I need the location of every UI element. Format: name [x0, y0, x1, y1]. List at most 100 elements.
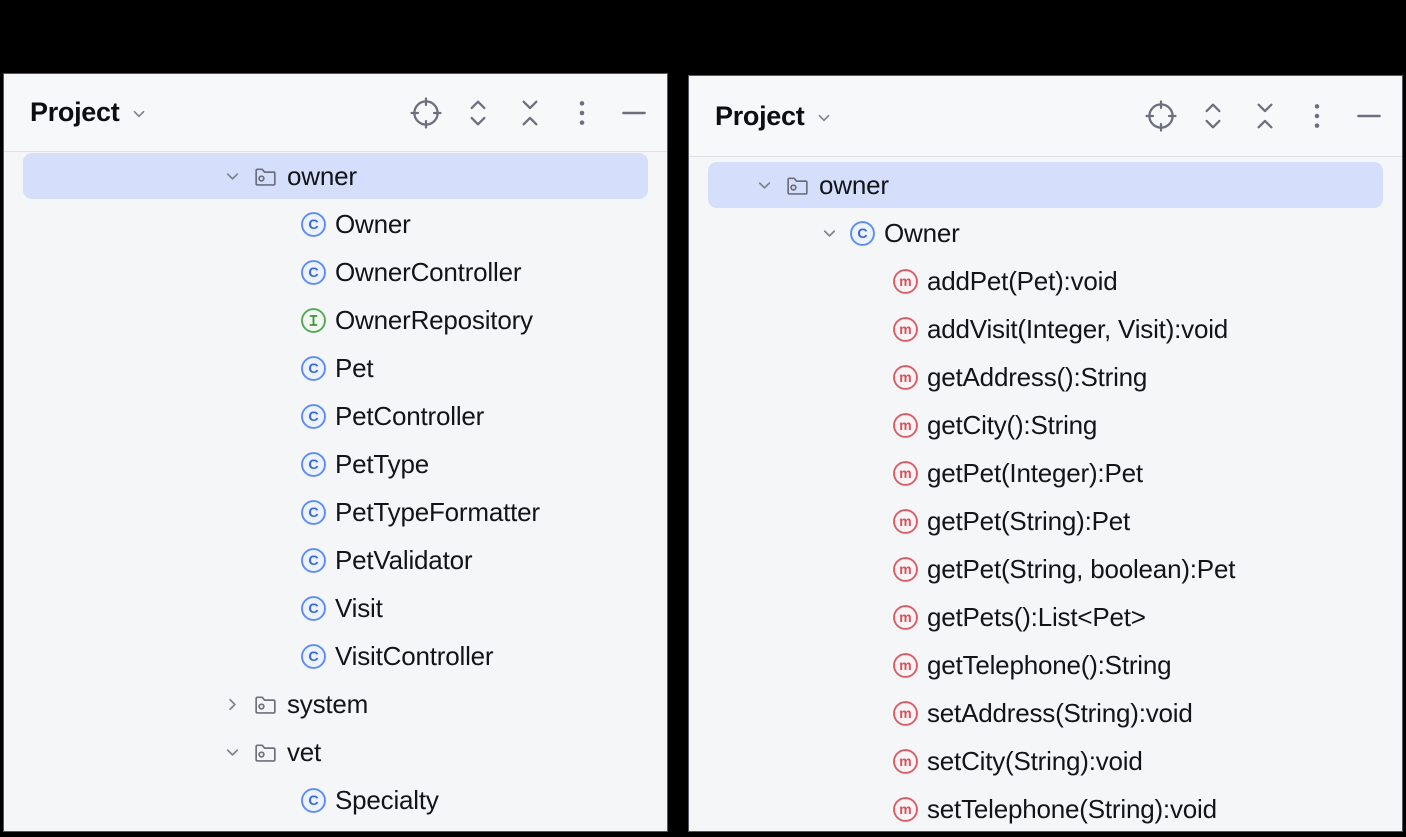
chevron-down-icon[interactable]: [220, 740, 244, 764]
method-icon: m: [892, 460, 919, 487]
method-icon: m: [892, 700, 919, 727]
chevron-down-icon[interactable]: [752, 173, 776, 197]
more-actions-button[interactable]: [565, 96, 599, 130]
project-view-selector[interactable]: Project: [715, 101, 835, 132]
tool-window-toolbar: [409, 96, 651, 130]
tree-row[interactable]: C Specialty: [4, 776, 667, 824]
tree-row-label: getCity():String: [927, 409, 1098, 440]
minus-icon: [617, 96, 651, 130]
tree-row[interactable]: vet: [4, 728, 667, 776]
tree-row-label: vet: [287, 736, 322, 767]
tree-row-label: PetController: [335, 400, 485, 431]
chevron-down-icon[interactable]: [817, 221, 841, 245]
svg-text:C: C: [308, 265, 318, 281]
tree-row-label: Owner: [884, 217, 960, 248]
tree-row[interactable]: OwnerRepository: [4, 296, 667, 344]
package-icon: [252, 163, 279, 190]
package-icon: [252, 739, 279, 766]
svg-text:C: C: [308, 553, 318, 569]
svg-text:C: C: [308, 217, 318, 233]
tree-row-label: Pet: [335, 352, 374, 383]
svg-text:C: C: [308, 601, 318, 617]
chevron-down-icon: [128, 103, 150, 125]
svg-text:m: m: [899, 417, 911, 433]
tree-row-label: Visit: [335, 592, 383, 623]
tree-row[interactable]: C PetController: [4, 392, 667, 440]
svg-text:m: m: [899, 321, 911, 337]
select-opened-file-button[interactable]: [1144, 99, 1178, 133]
tree-row[interactable]: C VisitController: [4, 632, 667, 680]
svg-text:C: C: [857, 226, 867, 242]
method-icon: m: [892, 412, 919, 439]
method-icon: m: [892, 316, 919, 343]
svg-text:C: C: [308, 409, 318, 425]
class-icon: C: [300, 355, 327, 382]
chevron-down-icon: [813, 107, 835, 129]
tree-row-label: OwnerRepository: [335, 304, 533, 335]
tree-row-label: VisitController: [335, 640, 494, 671]
method-icon: m: [892, 508, 919, 535]
method-icon: m: [892, 748, 919, 775]
kebab-icon: [565, 96, 599, 130]
method-icon: m: [892, 364, 919, 391]
tree-row[interactable]: C Owner: [4, 200, 667, 248]
tree-row[interactable]: C Owner: [689, 209, 1402, 257]
svg-text:C: C: [308, 649, 318, 665]
project-view-selector[interactable]: Project: [30, 97, 150, 128]
chevron-down-icon[interactable]: [220, 164, 244, 188]
hide-tool-window-button[interactable]: [1352, 99, 1386, 133]
select-opened-file-button[interactable]: [409, 96, 443, 130]
collapse-all-button[interactable]: [513, 96, 547, 130]
tree-row[interactable]: m getCity():String: [689, 401, 1402, 449]
class-icon: C: [300, 787, 327, 814]
class-icon: C: [300, 451, 327, 478]
expand-all-button[interactable]: [1196, 99, 1230, 133]
expand-all-button[interactable]: [461, 96, 495, 130]
tree-row-label: getTelephone():String: [927, 649, 1172, 680]
tree-row-label: owner: [819, 169, 889, 200]
chevron-right-icon[interactable]: [220, 692, 244, 716]
tree-row-label: Specialty: [335, 784, 439, 815]
tree-row[interactable]: C Visit: [4, 584, 667, 632]
hide-tool-window-button[interactable]: [617, 96, 651, 130]
class-icon: C: [300, 499, 327, 526]
tool-window-toolbar: [1144, 99, 1386, 133]
tree-row[interactable]: owner: [4, 152, 667, 200]
class-icon: C: [300, 259, 327, 286]
svg-text:m: m: [899, 273, 911, 289]
class-icon: C: [300, 643, 327, 670]
svg-text:C: C: [308, 505, 318, 521]
kebab-icon: [1300, 99, 1334, 133]
tool-window-header: Project: [4, 74, 667, 152]
tree-row[interactable]: C Pet: [4, 344, 667, 392]
package-icon: [252, 691, 279, 718]
interface-icon: [300, 307, 327, 334]
minus-icon: [1352, 99, 1386, 133]
tree-row[interactable]: system: [4, 680, 667, 728]
collapse-all-button[interactable]: [1248, 99, 1282, 133]
tree-row[interactable]: owner: [689, 161, 1402, 209]
tool-window-title: Project: [715, 100, 805, 131]
class-icon: C: [300, 211, 327, 238]
tree-row-label: setTelephone(String):void: [927, 793, 1217, 824]
tree-row-label: Owner: [335, 208, 411, 239]
more-actions-button[interactable]: [1300, 99, 1334, 133]
